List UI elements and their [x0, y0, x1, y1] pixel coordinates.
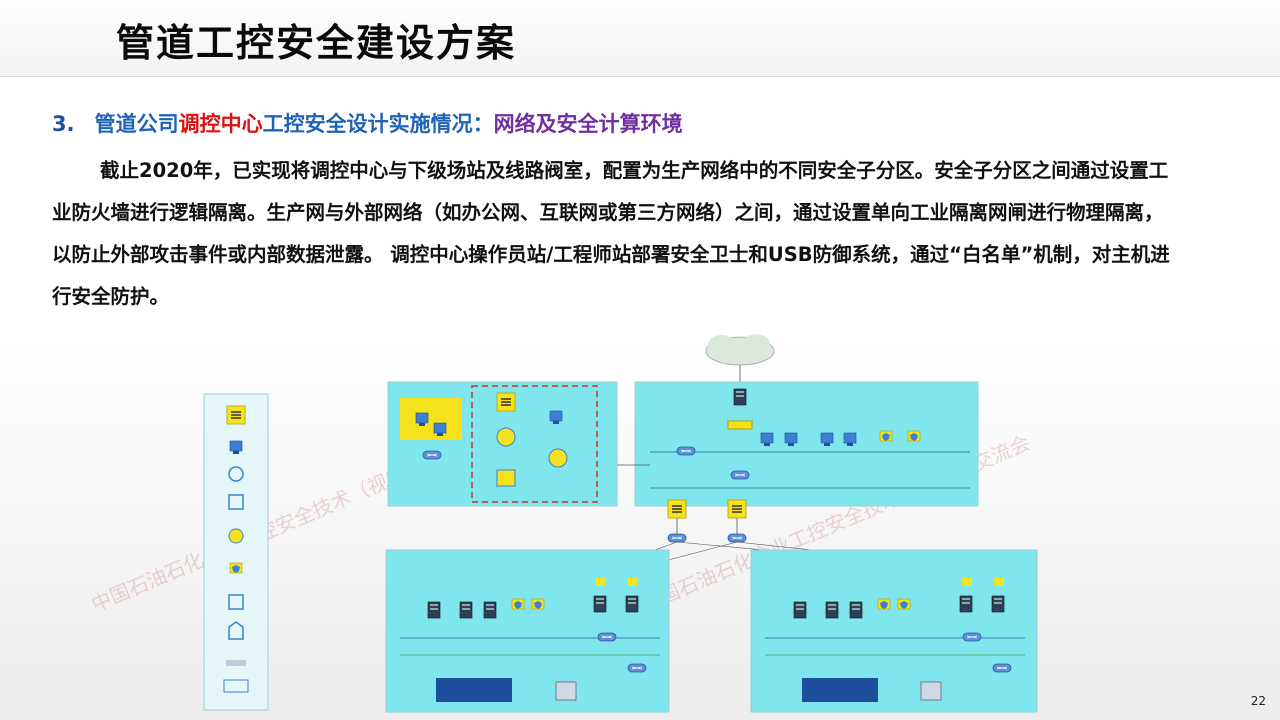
- slide-title: 管道工控安全建设方案: [116, 21, 517, 65]
- subhead-topic: 网络及安全计算环境: [493, 112, 683, 136]
- firewall-icon: [727, 499, 747, 519]
- server-icon: [427, 601, 441, 619]
- network-switch-icon: [667, 533, 687, 543]
- body-text: 截止2020年，已实现将调控中心与下级场站及线路阀室，配置为生产网络中的不同安全…: [52, 159, 1170, 308]
- control-center-zone: [387, 381, 618, 507]
- platform-icon: [223, 679, 249, 693]
- network-switch-icon: [992, 663, 1012, 673]
- sync-icon: [228, 528, 244, 544]
- document-icon: [228, 494, 244, 510]
- server-icon: [991, 595, 1005, 613]
- gateway-icon: [226, 660, 246, 666]
- section-number: 3.: [52, 112, 75, 136]
- lock-shield-icon: [228, 621, 244, 640]
- shield-icon: [877, 598, 891, 610]
- shield-icon: [907, 430, 921, 442]
- subhead-highlight: 调控中心: [178, 112, 263, 136]
- network-switch-icon: [627, 663, 647, 673]
- document-icon: [496, 469, 516, 487]
- body-paragraph: 截止2020年，已实现将调控中心与下级场站及线路阀室，配置为生产网络中的不同安全…: [52, 150, 1172, 318]
- firewall-icon: [496, 392, 516, 412]
- legend-panel: [203, 393, 269, 711]
- subhead-part-3: 工控安全设计实施情况：: [262, 112, 494, 136]
- controller-block: [436, 678, 512, 702]
- network-switch-icon: [676, 446, 696, 456]
- server-icon: [959, 595, 973, 613]
- shield-icon: [511, 598, 525, 610]
- server-icon: [793, 601, 807, 619]
- server-icon: [733, 388, 747, 406]
- server-icon: [625, 595, 639, 613]
- network-switch-icon: [730, 470, 750, 480]
- network-topology-diagram: 中国石油石化企业工控安全技术（视频）交流会 中国石油石化企业工控安全技术（视频）…: [88, 334, 1038, 713]
- subhead-part-1: 管道公司: [94, 112, 179, 136]
- firewall-icon: [226, 405, 246, 425]
- server-icon: [459, 601, 473, 619]
- section-subheading: 3. 管道公司调控中心工控安全设计实施情况：网络及安全计算环境: [52, 108, 683, 138]
- server-icon: [593, 595, 607, 613]
- network-switch-icon: [597, 632, 617, 642]
- station-zone-1: [385, 549, 670, 713]
- audit-icon: [496, 427, 516, 447]
- title-bar: 管道工控安全建设方案: [0, 0, 1280, 77]
- sync-icon: [548, 448, 568, 468]
- network-switch-icon: [422, 450, 442, 460]
- shield-icon: [531, 598, 545, 610]
- controller-block: [802, 678, 878, 702]
- server-icon: [825, 601, 839, 619]
- usb-icon: [228, 594, 244, 610]
- server-icon: [849, 601, 863, 619]
- network-switch-icon: [962, 632, 982, 642]
- station-zone-2: [750, 549, 1038, 713]
- page-number: 22: [1250, 694, 1266, 708]
- network-switch-icon: [727, 533, 747, 543]
- firewall-icon: [667, 499, 687, 519]
- cloud-icon: [705, 334, 775, 366]
- server-icon: [483, 601, 497, 619]
- shield-icon: [229, 562, 243, 574]
- shield-icon: [879, 430, 893, 442]
- audit-icon: [228, 466, 244, 482]
- shield-icon: [897, 598, 911, 610]
- data-center-zone: [634, 381, 979, 507]
